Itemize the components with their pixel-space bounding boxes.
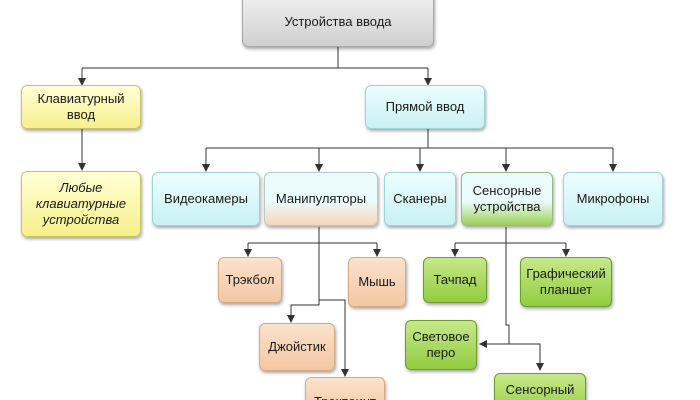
- connector-manipulators: [248, 227, 377, 244]
- node-trackball: Трэкбол: [218, 257, 282, 303]
- node-touchpad: Тачпад: [423, 257, 487, 303]
- node-lightpen: Световое перо: [405, 320, 477, 370]
- node-touchscreen: Сенсорный экран: [494, 373, 586, 400]
- arrow-joystick: [287, 227, 320, 323]
- arrow-trackpoint: [318, 227, 349, 377]
- node-direct: Прямой ввод: [365, 85, 485, 129]
- node-keyboard: Клавиатурный ввод: [21, 85, 141, 129]
- node-any-keyboard: Любые клавиатурные устройства: [21, 171, 141, 237]
- node-mouse: Мышь: [348, 257, 406, 307]
- arrow-touchscreen: [509, 343, 544, 371]
- connector-root: [82, 47, 428, 69]
- node-mics: Микрофоны: [563, 172, 663, 226]
- node-trackpoint: Трекпоинт: [305, 377, 385, 400]
- node-root: Устройства ввода: [242, 0, 434, 47]
- node-touch: Сенсорные устройства: [461, 172, 553, 226]
- connector-touch: [455, 227, 566, 244]
- arrow-lightpen: [479, 227, 510, 348]
- node-tablet: Графический планшет: [520, 257, 612, 307]
- connector-direct: [206, 129, 613, 149]
- node-cameras: Видеокамеры: [152, 172, 260, 226]
- node-manipulators: Манипуляторы: [264, 172, 378, 226]
- node-joystick: Джойстик: [259, 323, 335, 371]
- node-scanners: Сканеры: [384, 172, 456, 226]
